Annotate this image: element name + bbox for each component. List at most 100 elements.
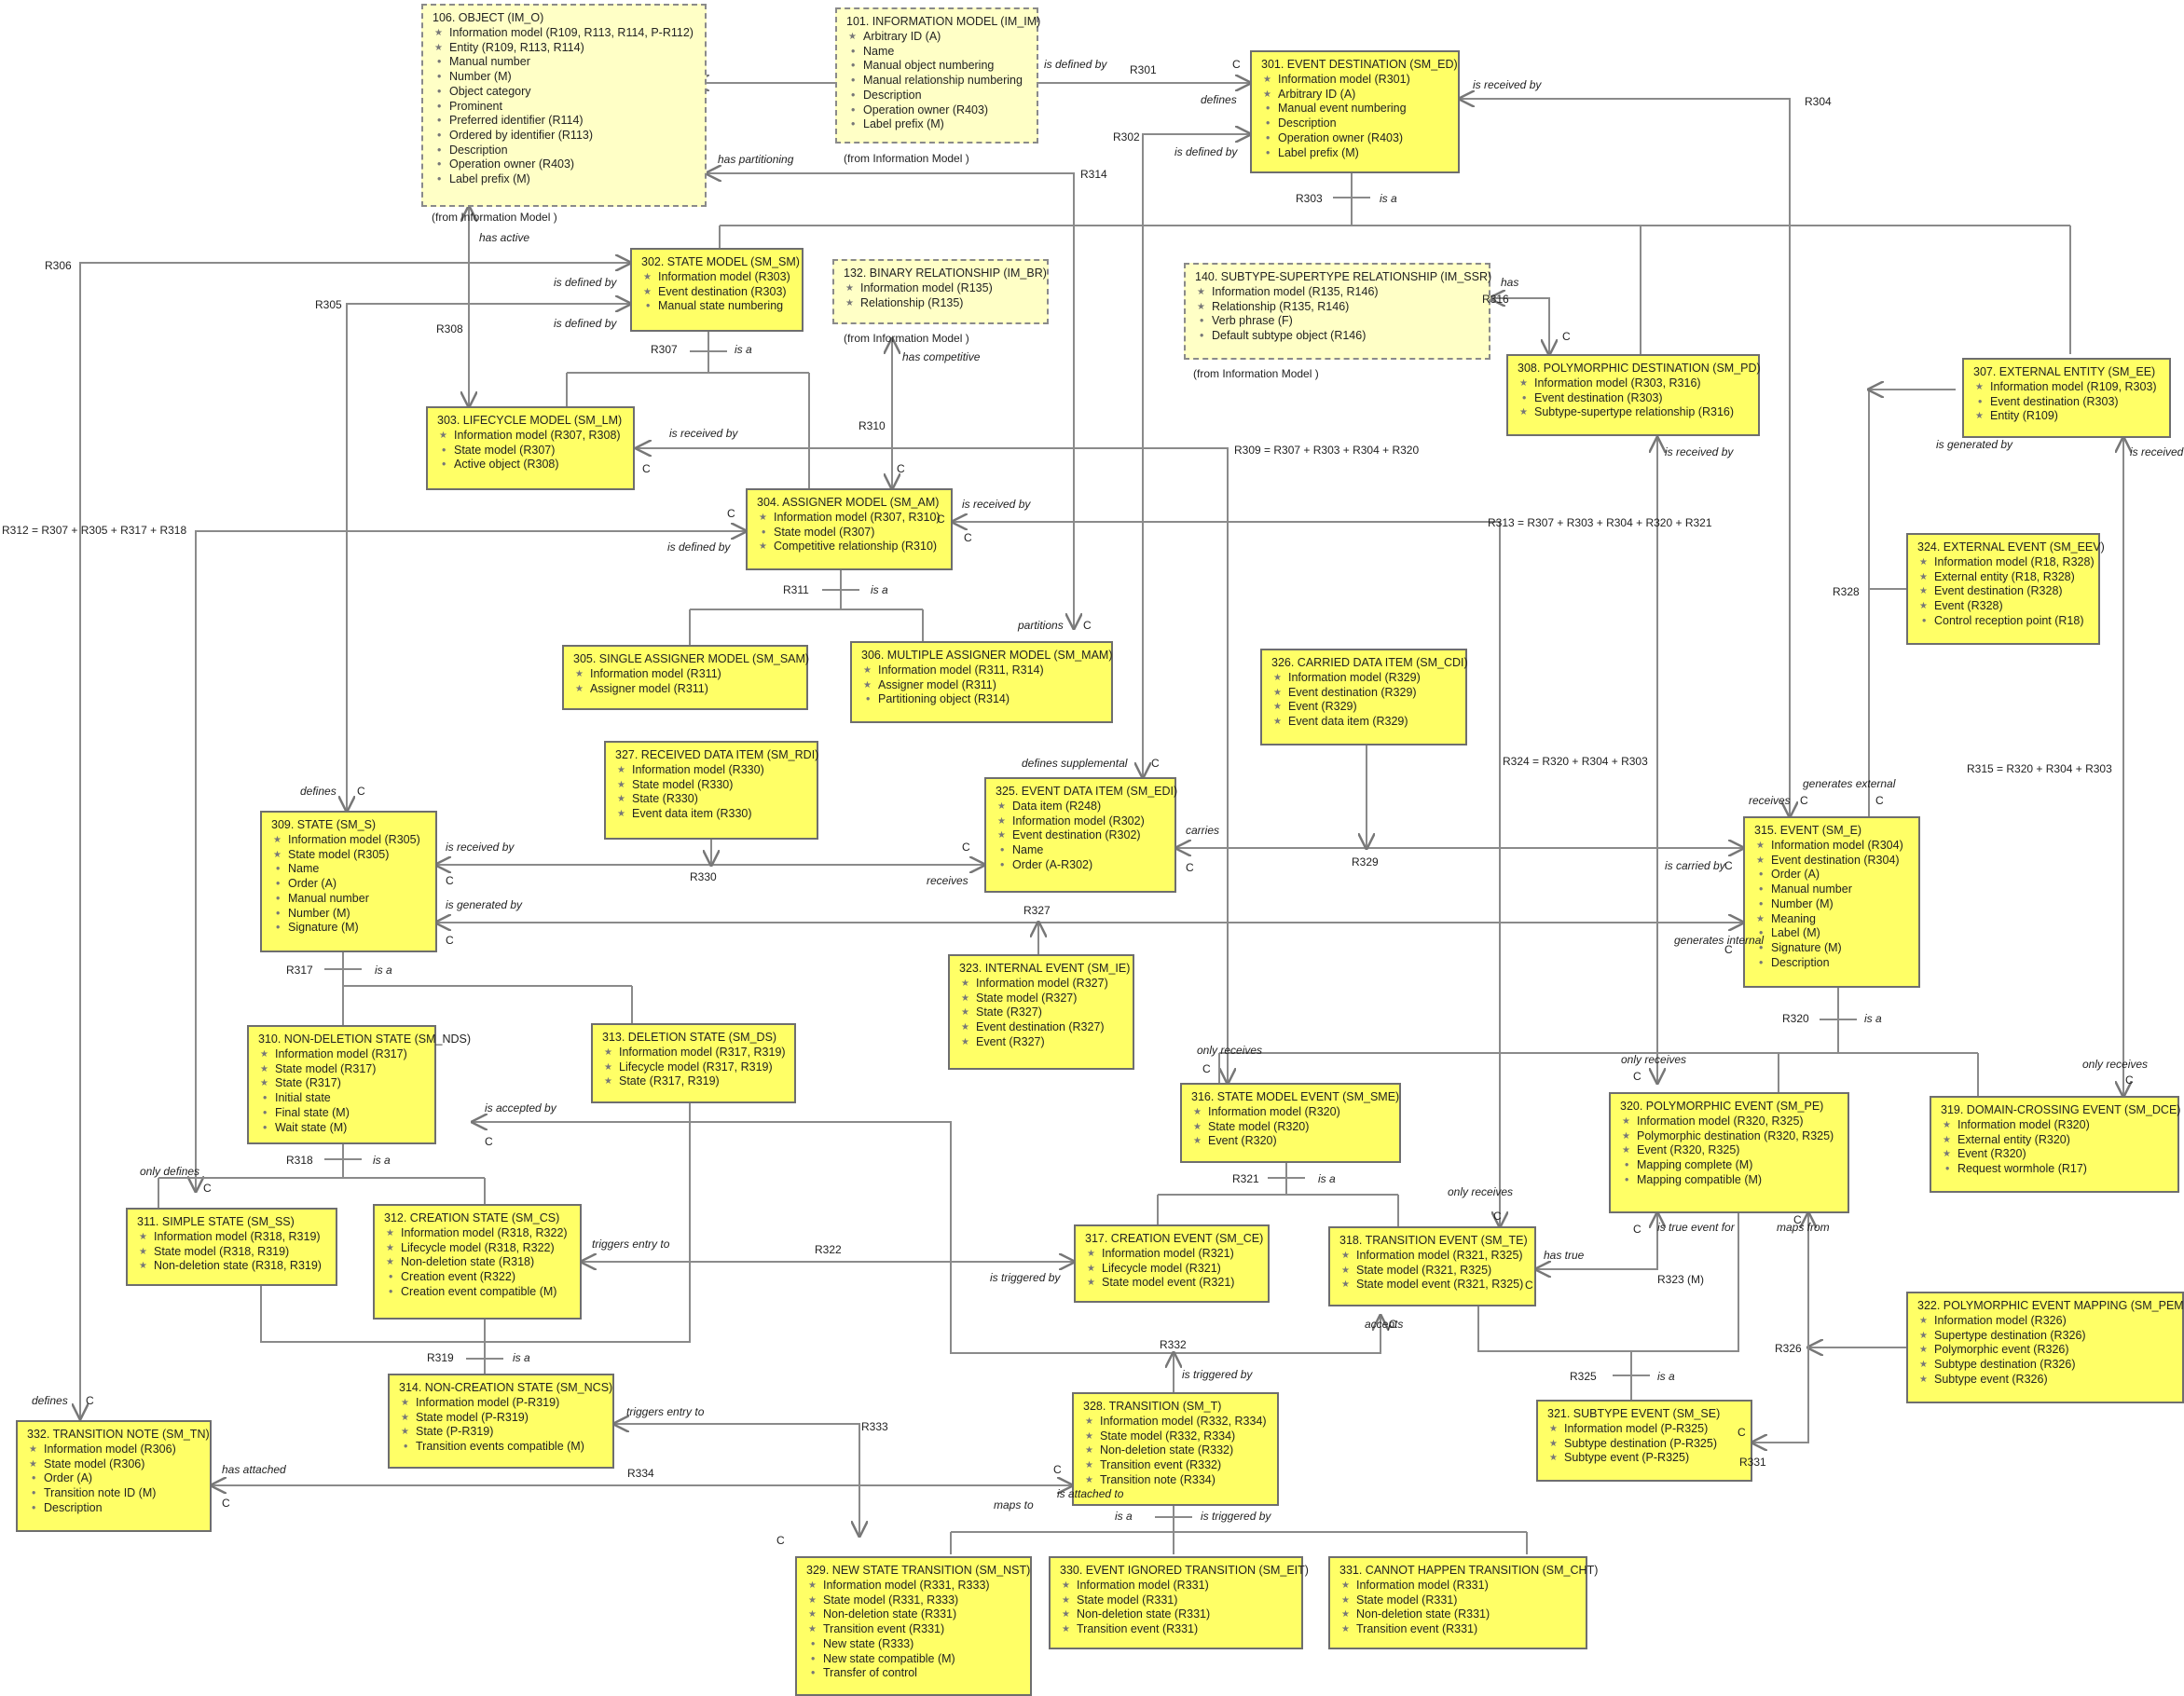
identifier-attribute: Event data item (R329) bbox=[1271, 715, 1456, 730]
relationship-phrase: triggers entry to bbox=[592, 1238, 670, 1251]
attribute: Manual relationship numbering bbox=[846, 74, 1027, 89]
entity-sm[interactable]: 302. STATE MODEL (SM_SM)Information mode… bbox=[630, 248, 804, 332]
entity-ssr[interactable]: 140. SUBTYPE-SUPERTYPE RELATIONSHIP (IM_… bbox=[1184, 263, 1491, 360]
relationship-phrase: defines bbox=[32, 1394, 68, 1407]
entity-o[interactable]: 106. OBJECT (IM_O)Information model (R10… bbox=[421, 4, 707, 207]
entity-title: 325. EVENT DATA ITEM (SM_EDI) bbox=[996, 785, 1178, 798]
attribute: Control reception point (R18) bbox=[1917, 614, 2089, 629]
attribute: Signature (M) bbox=[271, 921, 426, 936]
identifier-attribute: Lifecycle model (R321) bbox=[1085, 1262, 1258, 1277]
entity-ss[interactable]: 311. SIMPLE STATE (SM_SS)Information mod… bbox=[126, 1208, 337, 1286]
attribute: Partitioning object (R314) bbox=[861, 692, 1102, 707]
identifier-attribute: Supertype destination (R326) bbox=[1917, 1329, 2173, 1344]
identifier-attribute: Polymorphic event (R326) bbox=[1917, 1343, 2173, 1358]
identifier-attribute: Information model (R329) bbox=[1271, 671, 1456, 686]
relationship-phrase: is a bbox=[1380, 192, 1397, 205]
entity-title: 322. POLYMORPHIC EVENT MAPPING (SM_PEM) bbox=[1917, 1299, 2184, 1312]
relationship-label: C bbox=[1151, 757, 1160, 770]
entity-eit[interactable]: 330. EVENT IGNORED TRANSITION (SM_EIT)In… bbox=[1049, 1556, 1309, 1649]
entity-am[interactable]: 304. ASSIGNER MODEL (SM_AM)Information m… bbox=[746, 488, 953, 570]
entity-te[interactable]: 318. TRANSITION EVENT (SM_TE)Information… bbox=[1328, 1226, 1536, 1306]
entity-br[interactable]: 132. BINARY RELATIONSHIP (IM_BR)Informat… bbox=[832, 259, 1049, 324]
entity-pd[interactable]: 308. POLYMORPHIC DESTINATION (SM_PD)Info… bbox=[1506, 354, 1761, 436]
relationship-phrase: is a bbox=[513, 1351, 530, 1364]
relationship-phrase: is attached to bbox=[1057, 1487, 1124, 1500]
relationship-phrase: partitions bbox=[1018, 619, 1064, 632]
relationship-phrase: only receives bbox=[2082, 1058, 2149, 1071]
entity-title: 302. STATE MODEL (SM_SM) bbox=[641, 255, 800, 268]
relationship-phrase: is received by bbox=[2130, 445, 2184, 458]
attribute: Name bbox=[271, 862, 426, 877]
entity-title: 314. NON-CREATION STATE (SM_NCS) bbox=[399, 1381, 613, 1394]
entity-ie[interactable]: 323. INTERNAL EVENT (SM_IE)Information m… bbox=[948, 954, 1134, 1070]
relationship-phrase: triggers entry to bbox=[626, 1405, 705, 1418]
identifier-attribute: State model (R327) bbox=[959, 992, 1123, 1006]
entity-ev[interactable]: 315. EVENT (SM_E)Information model (R304… bbox=[1743, 816, 1920, 988]
entity-st[interactable]: 309. STATE (SM_S)Information model (R305… bbox=[260, 811, 437, 952]
entity-edi[interactable]: 325. EVENT DATA ITEM (SM_EDI)Data item (… bbox=[984, 777, 1178, 893]
entity-im[interactable]: 101. INFORMATION MODEL (IM_IM)Arbitrary … bbox=[835, 7, 1040, 144]
entity-cs[interactable]: 312. CREATION STATE (SM_CS)Information m… bbox=[373, 1204, 582, 1320]
identifier-attribute: Subtype destination (P-R325) bbox=[1547, 1437, 1741, 1452]
relationship-label: R315 = R320 + R304 + R303 bbox=[1967, 762, 2112, 775]
entity-pem[interactable]: 322. POLYMORPHIC EVENT MAPPING (SM_PEM)I… bbox=[1906, 1292, 2184, 1403]
identifier-attribute: Information model (R305) bbox=[271, 833, 426, 848]
entity-lm[interactable]: 303. LIFECYCLE MODEL (SM_LM)Information … bbox=[426, 406, 635, 490]
identifier-attribute: Event destination (R327) bbox=[959, 1020, 1123, 1035]
entity-dce[interactable]: 319. DOMAIN-CROSSING EVENT (SM_DCE)Infor… bbox=[1930, 1096, 2180, 1193]
entity-eev[interactable]: 324. EXTERNAL EVENT (SM_EEV)Information … bbox=[1906, 533, 2105, 645]
entity-title: 317. CREATION EVENT (SM_CE) bbox=[1085, 1232, 1264, 1245]
entity-rdi[interactable]: 327. RECEIVED DATA ITEM (SM_RDI)Informat… bbox=[604, 741, 818, 840]
entity-mam[interactable]: 306. MULTIPLE ASSIGNER MODEL (SM_MAM)Inf… bbox=[850, 641, 1113, 723]
relationship-label: R311 bbox=[783, 583, 809, 596]
identifier-attribute: State model (R330) bbox=[615, 778, 807, 793]
attribute: Transition note ID (M) bbox=[27, 1486, 200, 1501]
identifier-attribute: Transition event (R332) bbox=[1083, 1458, 1268, 1473]
entity-se[interactable]: 321. SUBTYPE EVENT (SM_SE)Information mo… bbox=[1536, 1400, 1752, 1482]
identifier-attribute: Meaning bbox=[1754, 912, 1909, 927]
entity-tn[interactable]: 332. TRANSITION NOTE (SM_TN)Information … bbox=[16, 1420, 212, 1532]
entity-sam[interactable]: 305. SINGLE ASSIGNER MODEL (SM_SAM)Infor… bbox=[562, 645, 809, 710]
relationship-label: C bbox=[446, 934, 454, 947]
attribute: Order (A) bbox=[271, 877, 426, 892]
entity-ed[interactable]: 301. EVENT DESTINATION (SM_ED)Informatio… bbox=[1250, 50, 1460, 173]
relationship-phrase: is defined by bbox=[667, 540, 731, 554]
identifier-attribute: State model (R305) bbox=[271, 848, 426, 863]
relationship-phrase: is a bbox=[871, 583, 888, 596]
identifier-attribute: Information model (R311, R314) bbox=[861, 663, 1102, 678]
entity-tr[interactable]: 328. TRANSITION (SM_T)Information model … bbox=[1072, 1392, 1279, 1506]
attribute: Transfer of control bbox=[806, 1666, 1021, 1681]
entity-ds[interactable]: 313. DELETION STATE (SM_DS)Information m… bbox=[591, 1023, 796, 1103]
entity-title: 310. NON-DELETION STATE (SM_NDS) bbox=[258, 1033, 472, 1046]
entity-nst[interactable]: 329. NEW STATE TRANSITION (SM_NST)Inform… bbox=[795, 1556, 1032, 1696]
identifier-attribute: Information model (R307, R310) bbox=[757, 511, 941, 526]
attribute: Order (A) bbox=[1754, 868, 1909, 882]
relationship-phrase: is defined by bbox=[1174, 145, 1238, 158]
entity-ee[interactable]: 307. EXTERNAL ENTITY (SM_EE)Information … bbox=[1962, 358, 2171, 438]
identifier-attribute: Event (R329) bbox=[1271, 700, 1456, 715]
entity-pe[interactable]: 320. POLYMORPHIC EVENT (SM_PE)Informatio… bbox=[1609, 1092, 1849, 1213]
relationship-phrase: receives bbox=[927, 874, 968, 887]
relationship-label: R329 bbox=[1352, 855, 1379, 869]
relationship-phrase: is a bbox=[735, 343, 752, 356]
entity-sme[interactable]: 316. STATE MODEL EVENT (SM_SME)Informati… bbox=[1180, 1083, 1401, 1163]
attribute: Ordered by identifier (R113) bbox=[433, 129, 695, 144]
entity-ce[interactable]: 317. CREATION EVENT (SM_CE)Information m… bbox=[1074, 1224, 1270, 1303]
identifier-attribute: Event (R327) bbox=[959, 1035, 1123, 1050]
relationship-label: R313 = R307 + R303 + R304 + R320 + R321 bbox=[1488, 516, 1712, 529]
entity-cht[interactable]: 331. CANNOT HAPPEN TRANSITION (SM_CHT)In… bbox=[1328, 1556, 1598, 1649]
relationship-label: R301 bbox=[1130, 63, 1157, 76]
attribute: Order (A-R302) bbox=[996, 858, 1165, 873]
identifier-attribute: External entity (R18, R328) bbox=[1917, 570, 2089, 585]
relationship-label: R303 bbox=[1296, 192, 1323, 205]
entity-nds[interactable]: 310. NON-DELETION STATE (SM_NDS)Informat… bbox=[247, 1025, 472, 1144]
entity-cdi[interactable]: 326. CARRIED DATA ITEM (SM_CDI)Informati… bbox=[1260, 649, 1468, 745]
relationship-label: C bbox=[1800, 794, 1808, 807]
relationship-label: R308 bbox=[436, 322, 463, 335]
identifier-attribute: Information model (P-R325) bbox=[1547, 1422, 1741, 1437]
attribute: Request wormhole (R17) bbox=[1941, 1162, 2168, 1177]
identifier-attribute: Information model (R320) bbox=[1191, 1105, 1390, 1120]
attribute: Initial state bbox=[258, 1091, 425, 1106]
entity-ncs[interactable]: 314. NON-CREATION STATE (SM_NCS)Informat… bbox=[388, 1374, 614, 1469]
identifier-attribute: Information model (R331, R333) bbox=[806, 1579, 1021, 1593]
